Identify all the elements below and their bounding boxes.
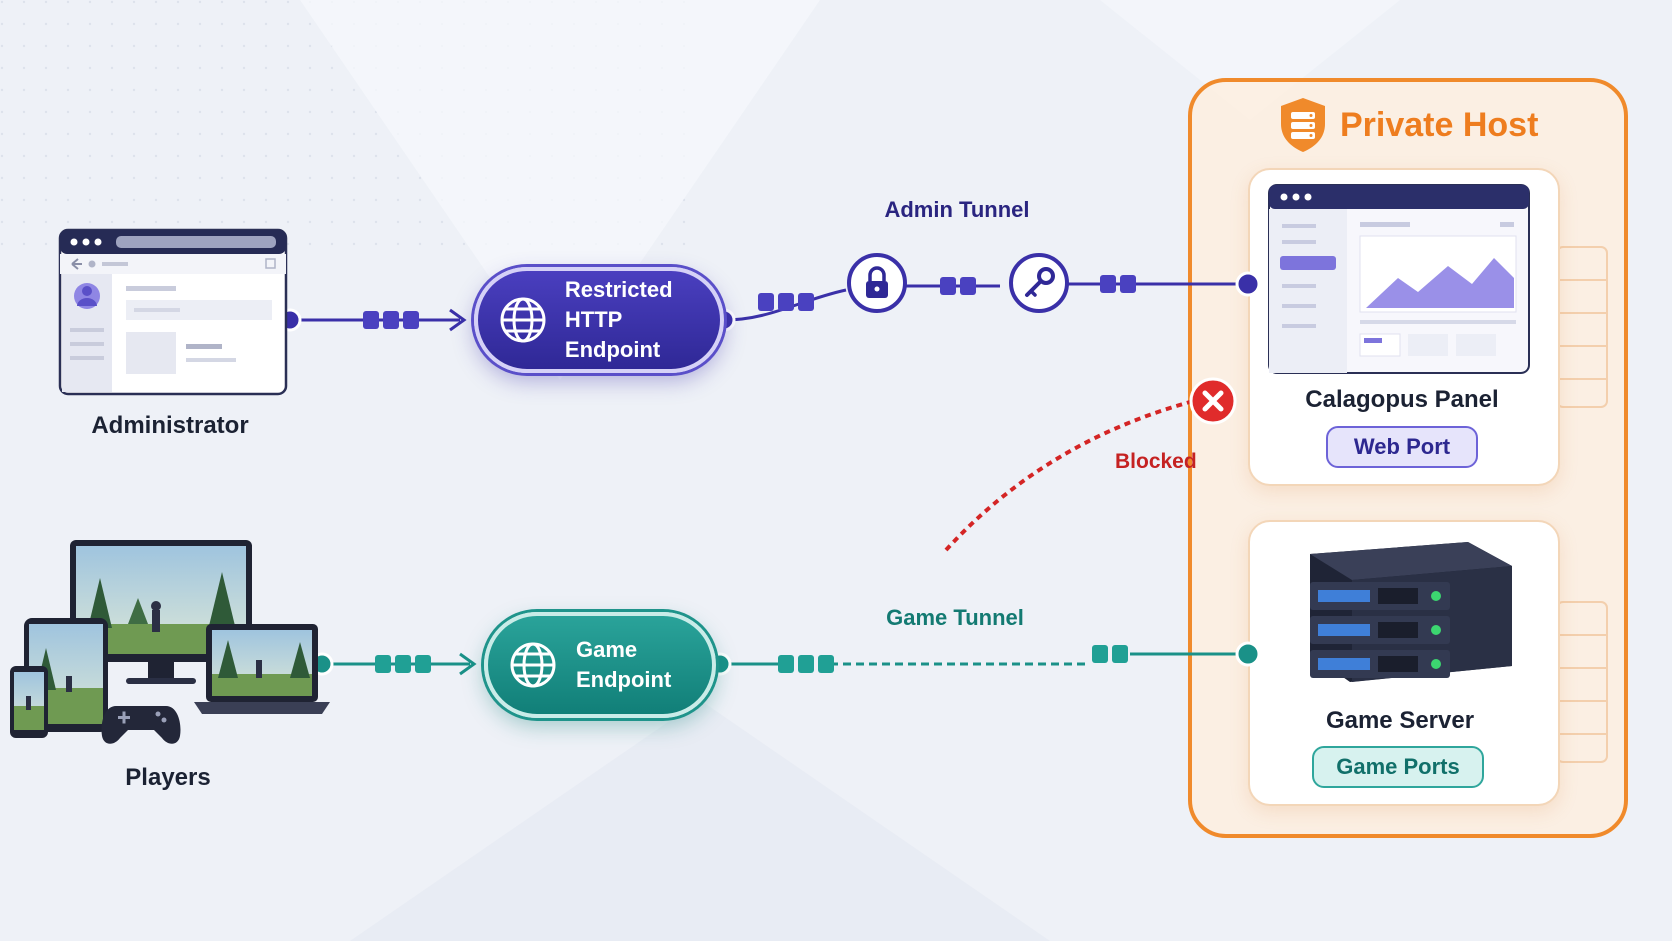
game-endpoint-line1: Game — [576, 637, 638, 662]
game-tunnel-line — [708, 641, 1261, 676]
game-ports-badge: Game Ports — [1312, 746, 1484, 788]
game-link-in — [310, 652, 477, 676]
game-endpoint-line2: Endpoint — [576, 667, 672, 692]
game-endpoint[interactable]: Game Endpoint — [484, 612, 716, 718]
web-port-badge: Web Port — [1326, 426, 1478, 468]
globe-icon — [500, 297, 546, 343]
restricted-http-endpoint[interactable]: Restricted HTTP Endpoint — [474, 267, 724, 373]
admin-tunnel-line — [712, 271, 1261, 332]
calagopus-panel-title: Calagopus Panel — [1305, 386, 1499, 413]
game-tunnel-label: Game Tunnel — [886, 605, 1024, 630]
private-host-title: Private Host — [1340, 106, 1539, 144]
administrator-label: Administrator — [91, 412, 249, 439]
admin-tunnel-label: Admin Tunnel — [884, 197, 1030, 222]
admin-link-in — [278, 308, 467, 332]
game-server-title: Game Server — [1325, 707, 1475, 734]
blocked-path — [944, 400, 1191, 552]
players-label: Players — [125, 764, 211, 791]
blocked-x-icon — [1189, 377, 1237, 425]
http-endpoint-line1: Restricted — [564, 277, 673, 302]
shield-server-icon — [1281, 98, 1325, 152]
blocked-label: Blocked — [1115, 450, 1197, 473]
globe-icon — [510, 642, 556, 688]
dashboard-icon — [1268, 184, 1530, 374]
key-icon — [1009, 253, 1069, 313]
server-rack-icon — [1310, 542, 1512, 682]
lock-icon — [847, 253, 907, 313]
http-endpoint-line2: HTTP Endpoint — [564, 307, 661, 362]
game-devices-icon — [10, 540, 330, 744]
browser-window-icon — [58, 228, 288, 396]
